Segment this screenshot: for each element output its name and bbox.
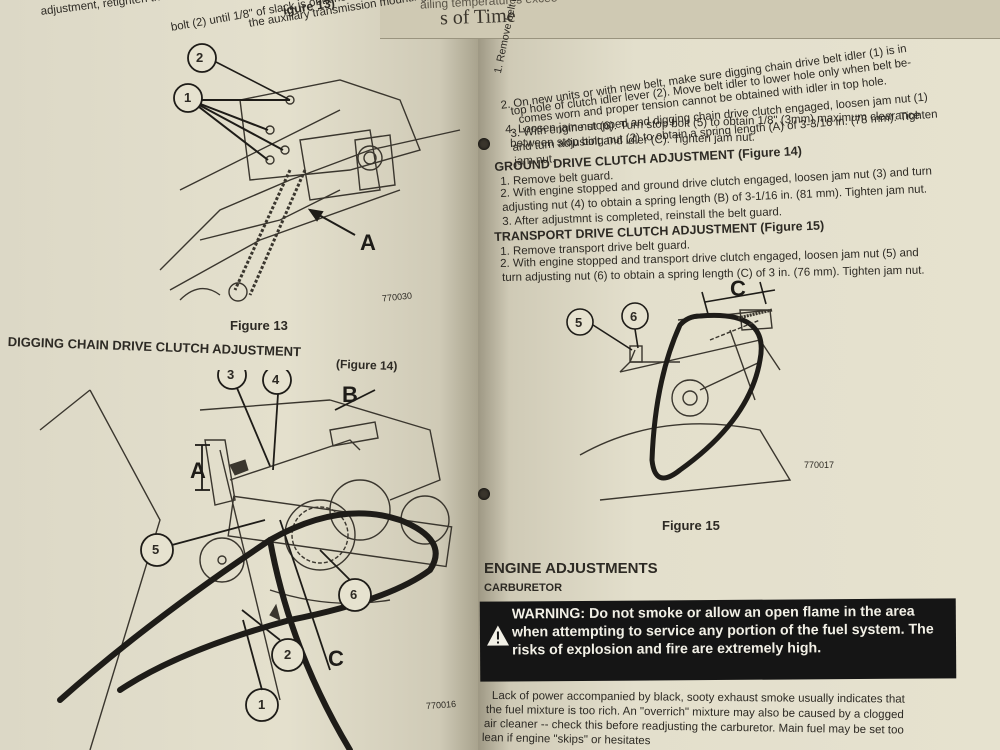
- binder-hole: [478, 138, 490, 150]
- warning-triangle-icon: [487, 625, 510, 646]
- binder-hole: [478, 488, 490, 500]
- background-page-strip: [380, 0, 1000, 39]
- figure-14-spring-b: B: [342, 382, 358, 407]
- figure-15-spring-c: C: [730, 276, 746, 301]
- figure-13-callout-2: 2: [196, 50, 204, 65]
- figure-14-callout-5: 5: [152, 542, 160, 557]
- carburetor-heading: CARBURETOR: [484, 582, 563, 594]
- figure-14-clearance-c: C: [328, 646, 344, 671]
- figure-14-callout-2: 2: [284, 647, 292, 662]
- figure-13-caption: Figure 13: [230, 318, 288, 333]
- engine-adjustments-heading: ENGINE ADJUSTMENTS: [484, 560, 658, 577]
- figure-14-callout-6: 6: [350, 587, 358, 602]
- figure-14-code: 770016: [425, 698, 457, 712]
- figure-14-callout-1: 1: [258, 697, 266, 712]
- figure-14-diagram: [39, 370, 453, 750]
- figure-15-diagram: [566, 281, 792, 501]
- figure-14-spring-a: A: [190, 458, 206, 483]
- figure-13-point-a: A: [360, 230, 376, 255]
- warning-box: WARNING: Do not smoke or allow an open f…: [479, 598, 957, 682]
- figure-13-diagram: [159, 43, 461, 302]
- figure-15-code: 770017: [804, 460, 835, 470]
- figure-14-callout-4: 4: [272, 372, 280, 387]
- figure-14-callout-3: 3: [227, 367, 235, 382]
- warning-text: WARNING: Do not smoke or allow an open f…: [511, 603, 934, 659]
- figure-15-caption: Figure 15: [662, 518, 720, 533]
- figure-15-callout-6: 6: [630, 309, 638, 324]
- figure-13-callout-1: 1: [184, 90, 192, 105]
- figure-15-callout-5: 5: [575, 315, 583, 330]
